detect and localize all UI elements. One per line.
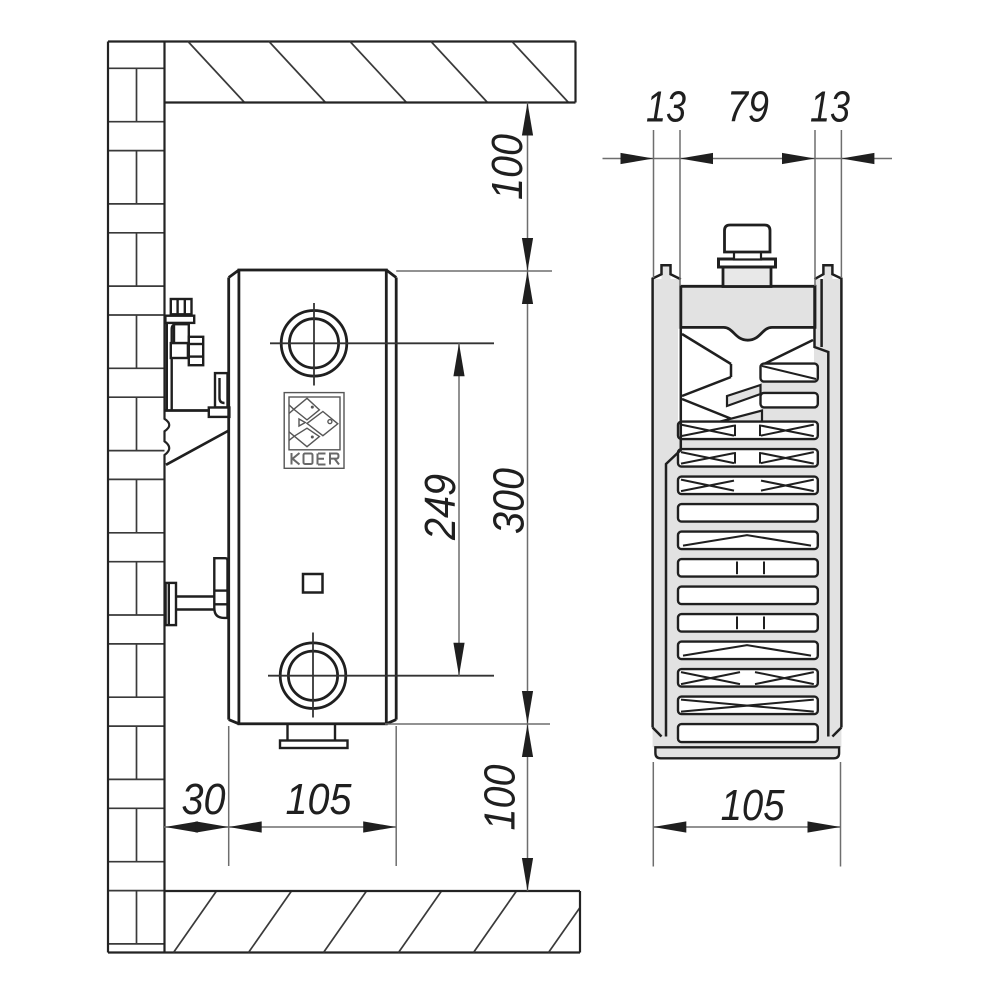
svg-text:100: 100 — [483, 134, 532, 200]
svg-text:100: 100 — [476, 764, 525, 830]
svg-text:300: 300 — [485, 468, 534, 534]
svg-text:105: 105 — [286, 775, 352, 824]
svg-text:13: 13 — [646, 83, 686, 132]
svg-text:79: 79 — [727, 83, 769, 132]
svg-text:13: 13 — [810, 83, 850, 132]
svg-text:105: 105 — [721, 781, 785, 830]
svg-text:249: 249 — [416, 474, 465, 541]
svg-text:30: 30 — [182, 775, 226, 824]
